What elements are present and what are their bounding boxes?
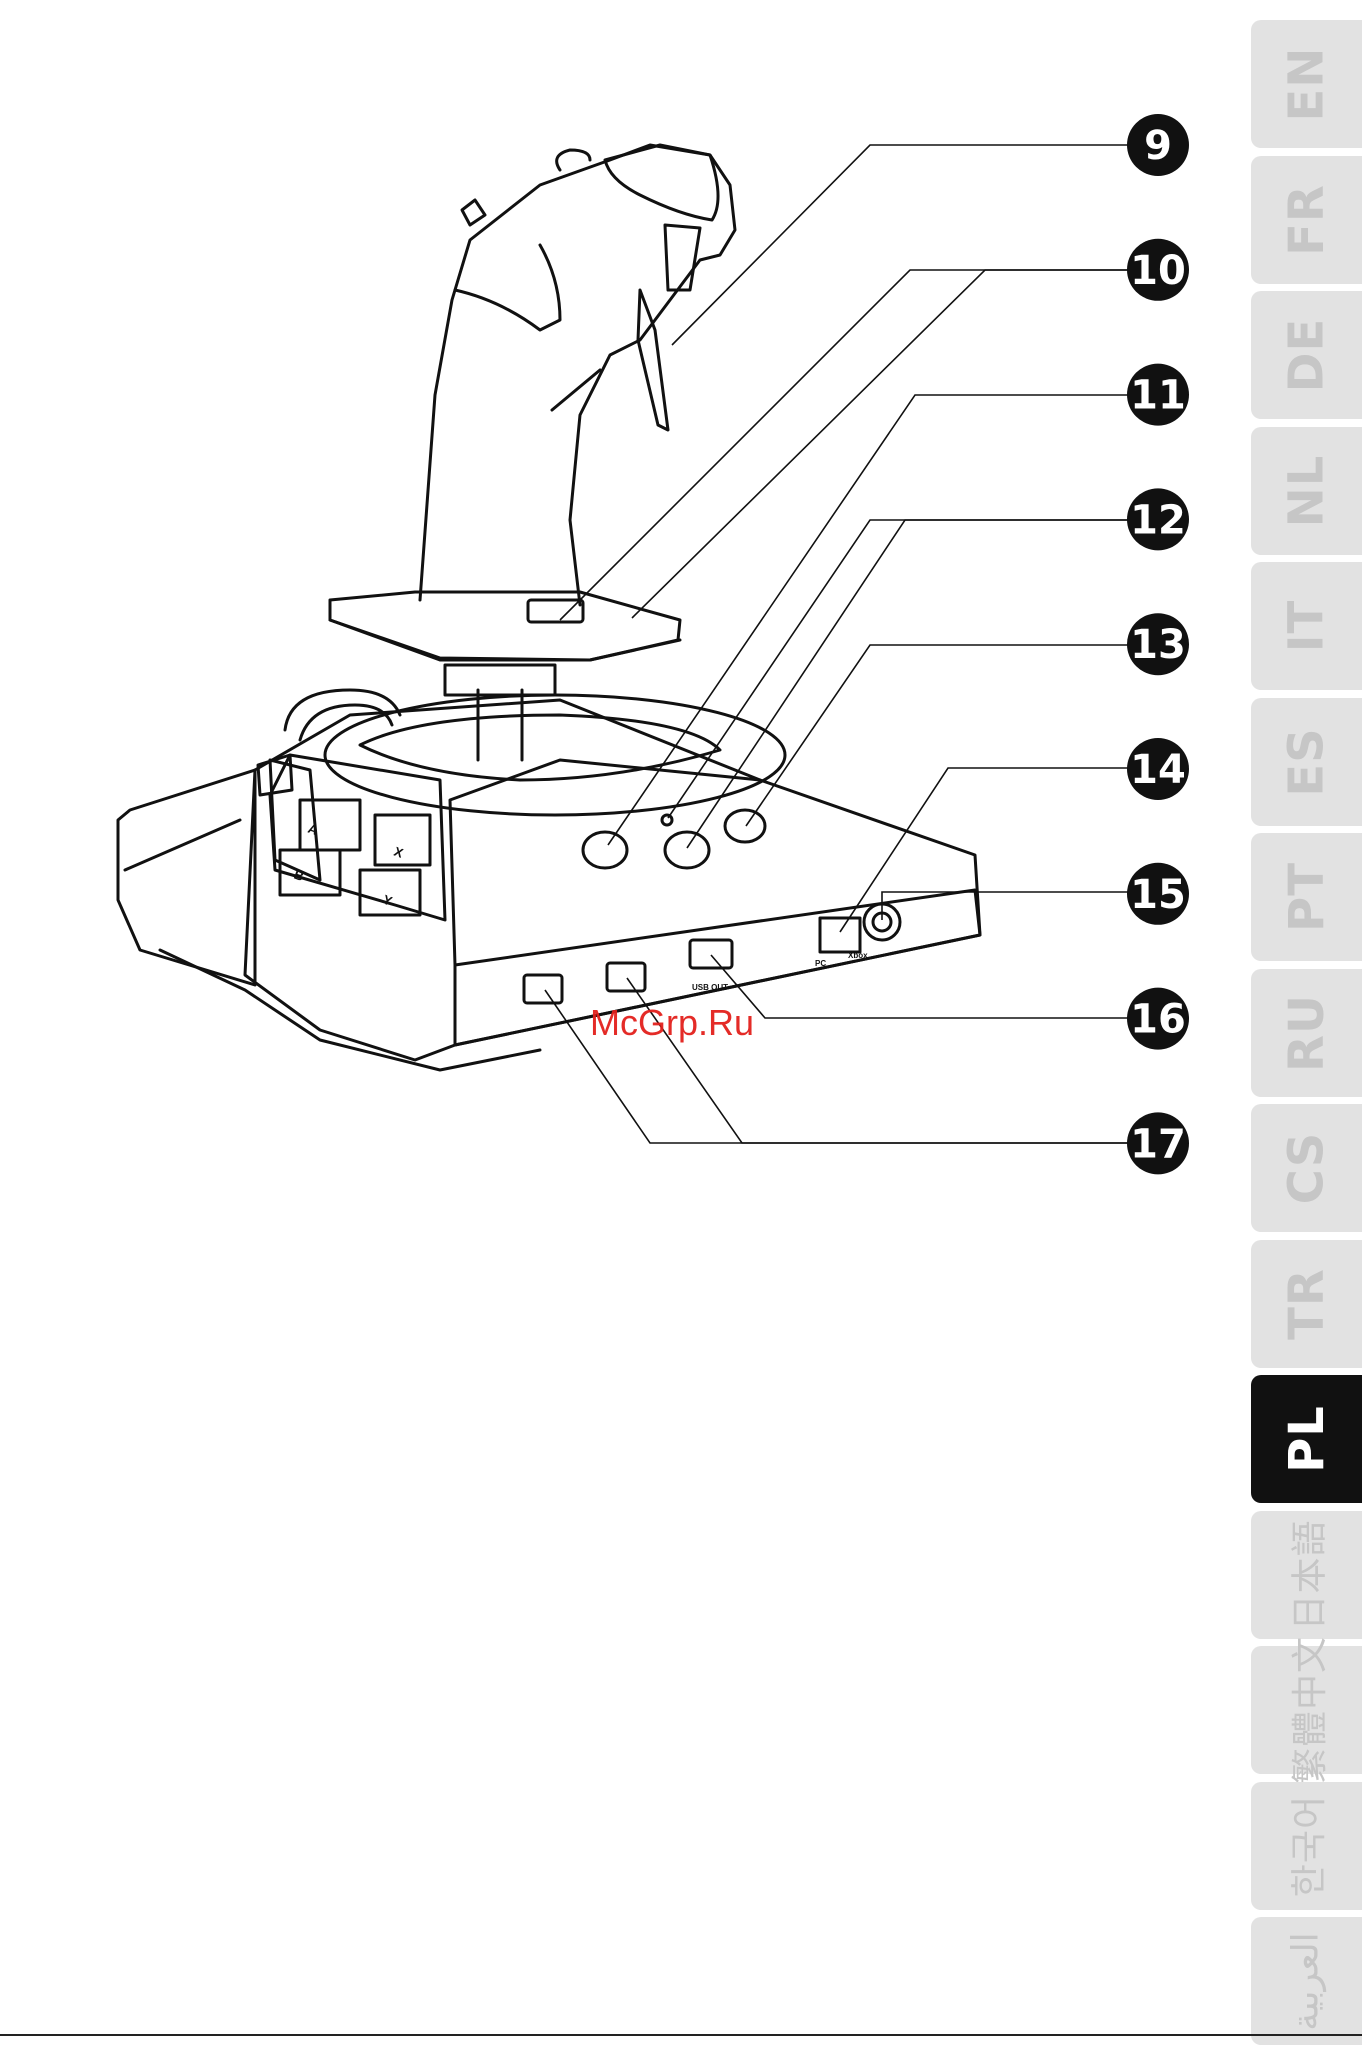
callout-12: 12 — [1127, 488, 1189, 550]
hat-switch — [557, 150, 590, 170]
side-button — [462, 200, 485, 225]
leader-line-12b — [687, 520, 1130, 848]
lang-tab-9[interactable]: TR — [1251, 1240, 1362, 1368]
handle-thumb-rest — [605, 145, 718, 220]
base-bottom — [160, 950, 540, 1070]
usb-port-2 — [607, 963, 645, 991]
trigger — [665, 225, 700, 290]
menu-button — [725, 810, 765, 842]
lang-tab-label: NL — [1278, 454, 1334, 527]
callout-14: 14 — [1127, 738, 1189, 800]
key-label-a: A — [306, 821, 321, 839]
lang-tab-8[interactable]: CS — [1251, 1104, 1362, 1232]
joystick-platform-edge — [330, 620, 680, 660]
face-button-b-outline — [280, 850, 340, 895]
face-button-x-outline — [375, 815, 430, 865]
platform-button — [528, 600, 583, 622]
usb-port-1 — [524, 975, 562, 1003]
gimbal-ring-outer — [325, 695, 785, 815]
lang-tab-label: 繁體中文 — [1281, 1636, 1333, 1784]
lang-tab-label: 日本語 — [1281, 1519, 1333, 1630]
lang-tab-2[interactable]: DE — [1251, 291, 1362, 419]
callout-15: 15 — [1127, 863, 1189, 925]
lang-tab-5[interactable]: ES — [1251, 698, 1362, 826]
port-label-pc: PC — [815, 959, 826, 968]
base-top-edge — [450, 760, 760, 965]
callout-9: 9 — [1127, 114, 1189, 176]
lang-tab-10[interactable]: PL — [1251, 1375, 1362, 1503]
lang-tab-1[interactable]: FR — [1251, 156, 1362, 284]
callout-number: 17 — [1130, 1121, 1186, 1167]
lang-tab-4[interactable]: IT — [1251, 562, 1362, 690]
callout-17: 17 — [1127, 1112, 1189, 1174]
home-button-left — [583, 832, 627, 868]
callout-number: 13 — [1130, 622, 1186, 668]
watermark: McGrp.Ru — [590, 1002, 754, 1043]
joystick-collar — [445, 665, 555, 695]
lang-tab-14[interactable]: العربية — [1251, 1917, 1362, 2045]
callout-number: 16 — [1130, 997, 1186, 1043]
leader-line-9 — [672, 145, 1130, 345]
pc-xbox-switch — [820, 918, 860, 952]
leader-line-10a — [560, 270, 1130, 620]
lang-tab-3[interactable]: NL — [1251, 427, 1362, 555]
callout-number: 11 — [1130, 373, 1186, 419]
callout-11: 11 — [1127, 364, 1189, 426]
handle-grip-groove — [455, 245, 560, 330]
lang-tab-label: PL — [1278, 1405, 1334, 1473]
lang-tab-label: DE — [1278, 318, 1334, 393]
callout-16: 16 — [1127, 988, 1189, 1050]
base-left-wing — [118, 770, 255, 985]
callout-number: 15 — [1130, 872, 1186, 918]
lang-tab-label: العربية — [1286, 1932, 1327, 2030]
joystick-platform — [330, 592, 680, 660]
lang-tab-label: IT — [1278, 600, 1334, 653]
leader-line-14 — [840, 768, 1130, 932]
port-label-xbox: Xbox — [848, 951, 868, 960]
port-label-usb-out: USB OUT — [692, 983, 728, 992]
lang-tab-label: EN — [1279, 47, 1335, 122]
lang-tab-7[interactable]: RU — [1251, 969, 1362, 1097]
gimbal-bracket — [285, 690, 400, 730]
callout-number: 10 — [1130, 248, 1186, 294]
key-label-x: X — [392, 844, 406, 861]
xbox-button — [665, 832, 709, 868]
lang-tab-label: TR — [1278, 1268, 1334, 1340]
lang-tab-label: ES — [1278, 727, 1334, 796]
lang-tab-11[interactable]: 日本語 — [1251, 1511, 1362, 1639]
lang-tab-label: FR — [1279, 184, 1335, 256]
leader-line-15 — [882, 892, 1130, 920]
lang-tab-0[interactable]: EN — [1251, 20, 1362, 148]
lang-tab-13[interactable]: 한국어 — [1251, 1782, 1362, 1910]
lang-tab-label: CS — [1279, 1132, 1335, 1205]
lang-tab-12[interactable]: 繁體中文 — [1251, 1646, 1362, 1774]
callout-number: 12 — [1130, 497, 1186, 543]
base-wing-stripe — [125, 820, 240, 870]
led-indicator — [662, 815, 672, 825]
lang-tab-label: RU — [1279, 994, 1335, 1072]
lang-tab-label: 한국어 — [1281, 1794, 1333, 1896]
footer-rule — [0, 2034, 1362, 2036]
joystick-shaft — [478, 690, 522, 760]
callout-13: 13 — [1127, 613, 1189, 675]
usb-out-port — [690, 940, 732, 968]
key-label-y: Y — [381, 892, 395, 909]
callout-number: 14 — [1130, 747, 1186, 793]
leader-line-16 — [711, 955, 1130, 1018]
lang-tab-label: PT — [1278, 862, 1334, 932]
leader-line-11 — [608, 395, 1130, 845]
callout-number: 9 — [1144, 123, 1172, 169]
lang-tab-6[interactable]: PT — [1251, 833, 1362, 961]
callout-10: 10 — [1127, 239, 1189, 301]
